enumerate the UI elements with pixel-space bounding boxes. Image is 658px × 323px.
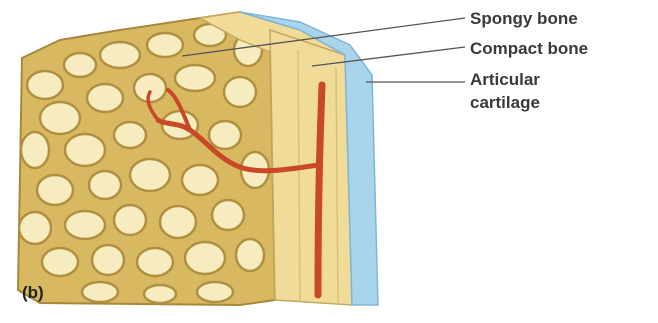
compact-bone-label: Compact bone (470, 39, 588, 58)
vertical-blood-vessel (318, 85, 322, 295)
bone-block (18, 12, 378, 305)
panel-label: (b) (22, 283, 44, 302)
articular-cartilage-label-line1: Articular (470, 70, 540, 89)
spongy-bone-label: Spongy bone (470, 9, 578, 28)
articular-cartilage-label-line2: cartilage (470, 93, 540, 112)
